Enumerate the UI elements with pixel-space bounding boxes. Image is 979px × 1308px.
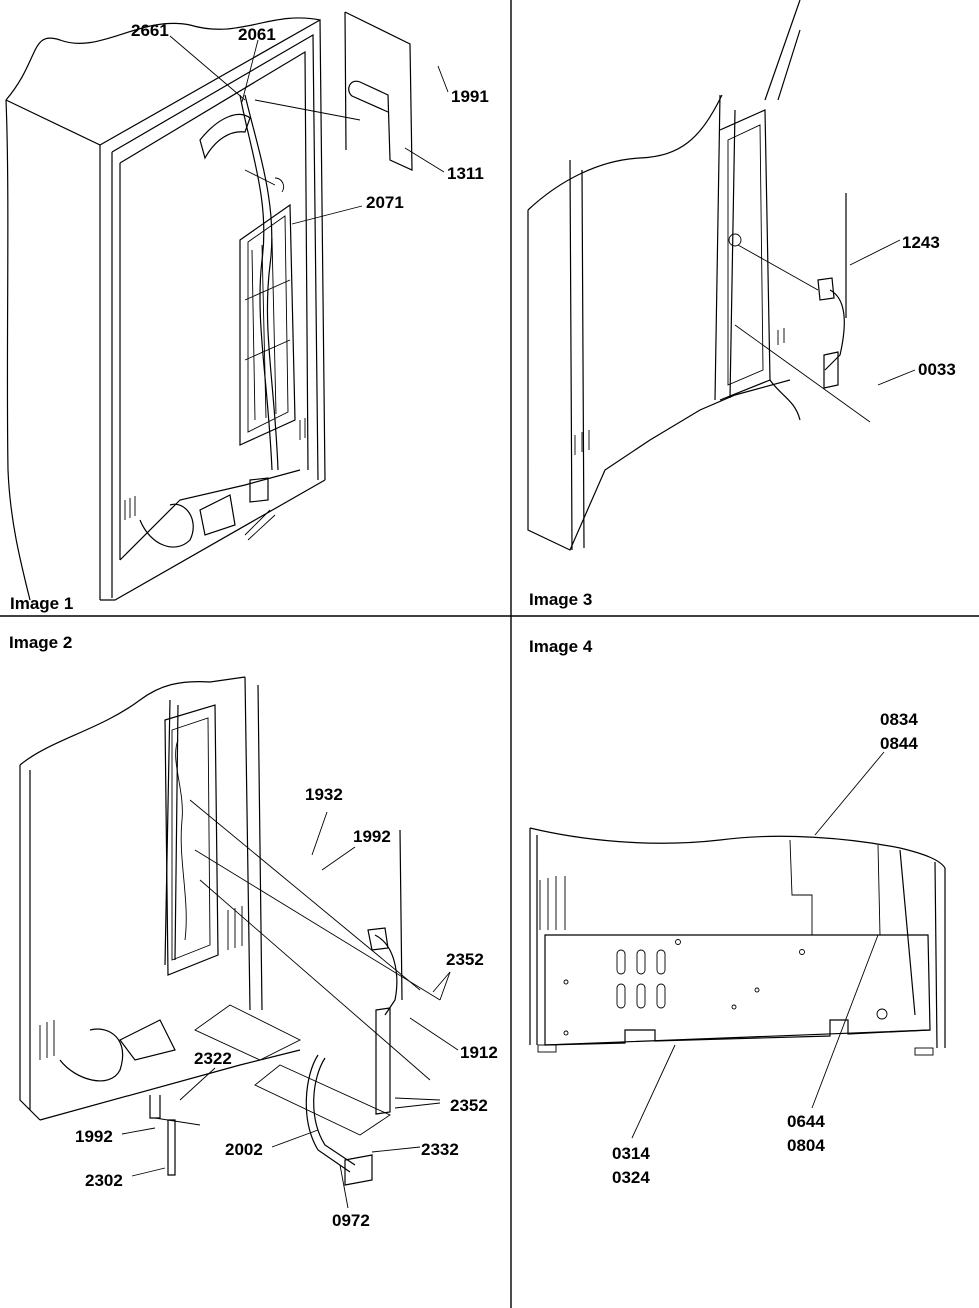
leader-lines-3 (734, 239, 916, 423)
callout-2002: 2002 (225, 1140, 263, 1159)
callout-0834: 0834 (880, 710, 918, 729)
callout-2302: 2302 (85, 1171, 123, 1190)
callout-1991: 1991 (451, 87, 489, 106)
callout-0844: 0844 (880, 734, 918, 753)
leader-lines-1 (169, 35, 449, 225)
callout-2322: 2322 (194, 1049, 232, 1068)
panel-image-2: Image 2 (9, 633, 498, 1230)
callout-1992-lower: 1992 (75, 1127, 113, 1146)
panel-title-image-1: Image 1 (10, 594, 73, 613)
cabinet-drawing-4 (529, 827, 946, 1056)
callout-0314: 0314 (612, 1144, 650, 1163)
leader-lines-4 (631, 751, 885, 1139)
callout-2661: 2661 (131, 21, 169, 40)
panel-image-1: 2661 2061 1991 1311 2071 Image 1 (5, 11, 489, 613)
callout-0972: 0972 (332, 1211, 370, 1230)
callout-2352-upper: 2352 (446, 950, 484, 969)
callout-2071: 2071 (366, 193, 404, 212)
callout-1243: 1243 (902, 233, 940, 252)
cabinet-drawing-2 (19, 676, 441, 1186)
callout-2061: 2061 (238, 25, 276, 44)
callout-0644: 0644 (787, 1112, 825, 1131)
callout-1992-upper: 1992 (353, 827, 391, 846)
panel-title-image-4: Image 4 (529, 637, 593, 656)
cabinet-drawing-1 (5, 11, 413, 601)
panel-title-image-2: Image 2 (9, 633, 72, 652)
callout-0804: 0804 (787, 1136, 825, 1155)
panel-title-image-3: Image 3 (529, 590, 592, 609)
callout-0324: 0324 (612, 1168, 650, 1187)
callout-0033: 0033 (918, 360, 956, 379)
panel-image-4: Image 4 (529, 637, 946, 1187)
callout-2332: 2332 (421, 1140, 459, 1159)
callout-1932: 1932 (305, 785, 343, 804)
callout-2352-lower: 2352 (450, 1096, 488, 1115)
callout-1912: 1912 (460, 1043, 498, 1062)
callout-1311: 1311 (447, 164, 484, 183)
leader-lines-2 (121, 811, 459, 1209)
panel-image-3: 1243 0033 Image 3 (527, 0, 956, 609)
cabinet-drawing-3 (527, 0, 847, 551)
